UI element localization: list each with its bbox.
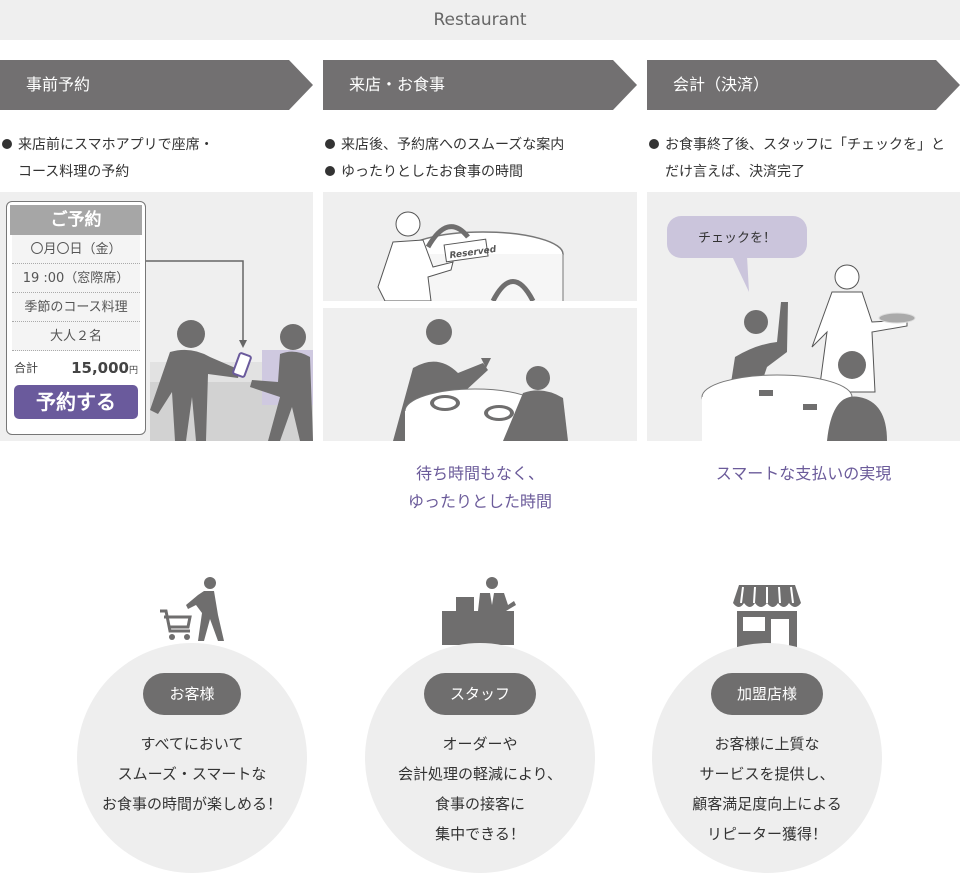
benefit-label: 加盟店様 [710, 673, 823, 715]
benefit-customer: お客様 すべてにおいてスムーズ・スマートなお食事の時間が楽しめる！ [77, 643, 307, 873]
page-header: Restaurant [0, 0, 960, 40]
seating-illustration: Reserved [323, 192, 637, 301]
card-people: 大人２名 [12, 322, 140, 351]
benefit-label: お客様 [143, 673, 241, 715]
dining-caption: 待ち時間もなく、ゆったりとした時間 [407, 464, 552, 511]
bullet-item: 来店後、予約席へのスムーズな案内 [323, 132, 637, 159]
step-banner: 会計（決済） [647, 60, 960, 110]
reservation-illustration: ご予約 〇月〇日（金） 19 :00（窓際席） 季節のコース料理 大人２名 合計… [0, 192, 313, 441]
reservation-card: ご予約 〇月〇日（金） 19 :00（窓際席） 季節のコース料理 大人２名 合計… [6, 201, 146, 435]
benefit-store: 加盟店様 お客様に上質なサービスを提供し、顧客満足度向上によるリピーター獲得！ [652, 643, 882, 873]
step-banner: 来店・お食事 [323, 60, 637, 110]
reserve-button[interactable]: 予約する [14, 385, 138, 419]
customer-calling-waitress-icon: チェックを！ [667, 216, 916, 441]
card-title: ご予約 [10, 205, 142, 235]
staff-at-counter-icon [442, 577, 516, 645]
payment-illustration: チェックを！ [647, 192, 960, 441]
bullet-item: お食事終了後、スタッフに「チェックを」とだけ言えば、決済完了 [647, 132, 957, 186]
benefit-staff: スタッフ オーダーや会計処理の軽減により、食事の接客に集中できる！ [365, 643, 595, 873]
couple-dining-icon [393, 319, 568, 441]
dining-illustration [323, 308, 637, 441]
couple-with-phone-icon [146, 260, 313, 441]
store-icon [733, 585, 801, 647]
step-payment: 会計（決済） お食事終了後、スタッフに「チェックを」とだけ言えば、決済完了 [647, 60, 960, 186]
payment-caption: スマートな支払いの実現 [715, 464, 892, 483]
step-banner: 事前予約 [0, 60, 313, 110]
bullet-item: ゆったりとしたお食事の時間 [323, 159, 637, 186]
shopper-icon [160, 577, 224, 641]
step-visit: 来店・お食事 来店後、予約席へのスムーズな案内ゆったりとしたお食事の時間 [323, 60, 637, 186]
waitress-guiding-icon: Reserved [377, 211, 564, 301]
card-course: 季節のコース料理 [12, 293, 140, 322]
speech-bubble: チェックを！ [698, 231, 776, 246]
benefit-label: スタッフ [423, 673, 536, 715]
bullet-item: 来店前にスマホアプリで座席・コース料理の予約 [0, 132, 220, 186]
step-reservation: 事前予約 来店前にスマホアプリで座席・コース料理の予約 [0, 60, 313, 186]
card-date: 〇月〇日（金） [12, 235, 140, 264]
card-time: 19 :00（窓際席） [12, 264, 140, 293]
